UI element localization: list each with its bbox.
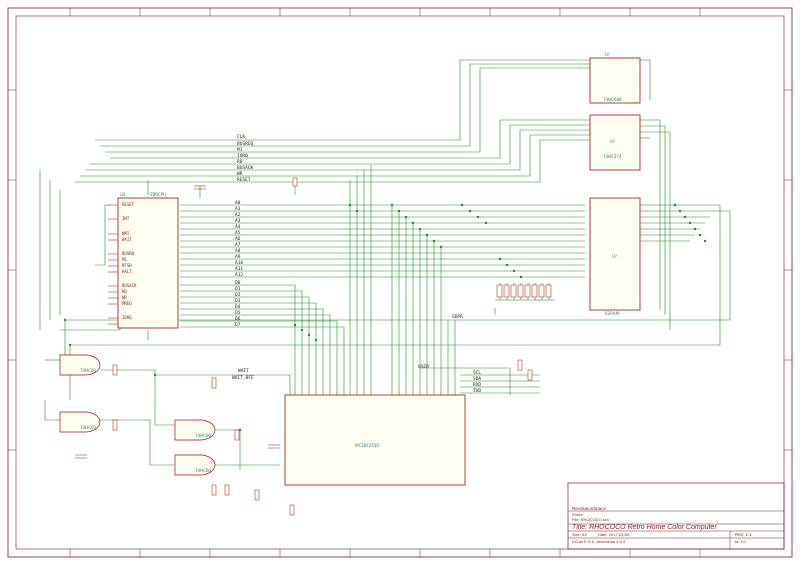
cpu-pin-2: NMI xyxy=(122,231,130,236)
passives xyxy=(75,177,533,516)
cpu-pin-11: MREQ xyxy=(122,301,132,306)
resistor-array[interactable] xyxy=(496,284,552,298)
cpu-pin-8: BUSACK xyxy=(122,283,137,288)
net-label: A0 xyxy=(235,200,241,206)
u3-value: 74HC574 xyxy=(603,154,622,159)
cpu-pin-6: RFSH xyxy=(122,263,132,268)
cpu-z80[interactable]: U2 Z80CPU RESET INT NMI WAIT BUSRQ M1 RF… xyxy=(108,192,179,329)
data-net-labels: D0 D1 D2 D3 D4 D5 D6 D7 xyxy=(235,280,241,328)
cpu-pin-7: HALT xyxy=(122,269,132,274)
net-label: D6 xyxy=(235,316,241,322)
net-label: A12 xyxy=(235,272,243,278)
cpu-value: Z80CPU xyxy=(150,192,166,197)
net-label: WAIT xyxy=(238,368,249,374)
cpu-pin-9: RD xyxy=(122,289,127,294)
tb-title: Title: RHOCOCO Retro Home Color Computer xyxy=(572,524,717,531)
net-label: D3 xyxy=(235,298,241,304)
net-label: IORQ xyxy=(237,153,248,159)
tb-id: Id: 1/1 xyxy=(735,539,747,544)
net-label: D7 xyxy=(235,322,241,328)
pic-mcu[interactable]: PIC18F2550 xyxy=(284,394,466,486)
net-label: A8 xyxy=(235,248,241,254)
net-label: SDPR xyxy=(452,314,463,320)
net-label: RESET xyxy=(237,177,251,183)
net-label: A9 xyxy=(235,254,241,260)
net-label: CLK xyxy=(237,134,245,140)
tb-company: RevolutionSpace xyxy=(572,506,607,511)
pic-value: PIC18F2550 xyxy=(355,443,379,448)
u7-value: 74HC688 xyxy=(603,97,622,102)
gate-value: 74HC00 xyxy=(195,433,211,438)
nand-gate-1[interactable]: 74HC00 xyxy=(59,354,101,376)
nand-gate-3[interactable]: 74HC00 xyxy=(174,419,216,441)
net-label: A10 xyxy=(235,260,243,266)
net-label: D4 xyxy=(235,304,241,310)
u3-ref: U? xyxy=(610,139,615,144)
gate-value: 74HC00 xyxy=(80,425,96,430)
control-net-labels: CLK BUSREQ M1 IORQ RD BUSACK WR RESET xyxy=(237,134,254,183)
gate-value: 74HC00 xyxy=(195,468,211,473)
tb-date: Date: 2017-03-06 xyxy=(598,532,630,537)
net-label: D5 xyxy=(235,310,241,316)
ram-ref: U? xyxy=(612,254,617,259)
u7-comparator[interactable]: U? 74HC688 xyxy=(589,52,641,104)
net-label: RXD xyxy=(473,382,481,388)
net-label: BUSACK xyxy=(237,165,254,171)
net-label: WAIT_BFE xyxy=(232,375,254,381)
tb-sheet: Sheet: xyxy=(572,512,584,517)
gate-value: 74HC00 xyxy=(80,368,96,373)
title-block: RevolutionSpace Sheet: File: RHOCOCO.sch… xyxy=(567,482,785,550)
tb-rev: Rev: 1.1 xyxy=(735,532,752,537)
junctions xyxy=(63,203,707,432)
cpu-pin-3: WAIT xyxy=(122,237,132,242)
tb-title-text: RHOCOCO Retro Home Color Computer xyxy=(589,524,717,531)
ram-value: 62RAM xyxy=(605,311,619,316)
tb-file: File: RHOCOCO.sch xyxy=(572,517,609,522)
nand-gate-4[interactable]: 74HC00 xyxy=(174,454,216,476)
cpu-pin-4: BUSRQ xyxy=(122,251,135,256)
net-label: D0 xyxy=(235,280,241,286)
net-label: BUSREQ xyxy=(237,141,254,147)
cpu-pin-10: WR xyxy=(122,295,127,300)
cpu-pin-0: RESET xyxy=(122,202,135,207)
sheet-border xyxy=(7,7,793,558)
cpu-pin-12: IORQ xyxy=(122,315,132,320)
net-label: D1 xyxy=(235,286,241,292)
net-label: A11 xyxy=(235,266,243,272)
net-label: WR xyxy=(237,171,243,177)
u7-ref: U? xyxy=(605,52,610,57)
u3-latch[interactable]: U? 74HC574 xyxy=(589,114,641,171)
tb-title-prefix: Title: xyxy=(572,524,587,531)
cpu-pin-1: INT xyxy=(122,216,130,221)
cpu-ref: U2 xyxy=(120,192,126,197)
misc-net-labels: WAIT WAIT_BFE USER SDPR SCL SDA RXD TXD xyxy=(232,314,481,394)
net-label: A5 xyxy=(235,230,241,236)
net-label: A1 xyxy=(235,206,241,212)
nand-gate-2[interactable]: 74HC00 xyxy=(59,411,101,433)
wiring xyxy=(39,59,731,470)
net-label: TXD xyxy=(473,388,481,394)
tb-kicad: KiCad E.D.A. eeschema 4.0.4 xyxy=(572,539,626,544)
cpu-pin-5: M1 xyxy=(122,257,127,262)
net-label: SDA xyxy=(473,376,481,382)
net-label: USER xyxy=(418,364,429,370)
net-label: M1 xyxy=(237,147,243,153)
net-label: A7 xyxy=(235,242,241,248)
tb-size: Size: A3 xyxy=(572,532,587,537)
address-net-labels: A0 A1 A2 A3 A4 A5 A6 A7 A8 A9 A10 A11 A1… xyxy=(235,200,243,278)
net-label: SCL xyxy=(473,370,481,376)
net-label: D2 xyxy=(235,292,241,298)
net-label: A4 xyxy=(235,224,241,230)
net-label: A3 xyxy=(235,218,241,224)
net-label: RD xyxy=(237,159,243,165)
net-label: A2 xyxy=(235,212,241,218)
net-label: A6 xyxy=(235,236,241,242)
ram-chip[interactable]: U? 62RAM xyxy=(589,197,641,316)
